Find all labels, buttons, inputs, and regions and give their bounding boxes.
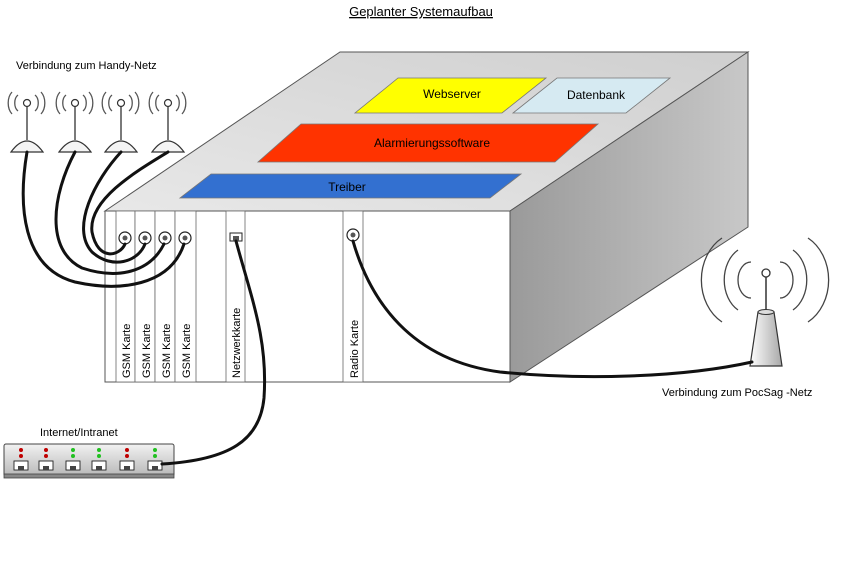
radio-tower [700,237,830,367]
webserver-label: Webserver [423,87,481,101]
switch-port-4 [91,448,107,471]
coax-connector [118,231,132,245]
switch-port-1 [13,448,29,471]
coax-connector [346,228,360,242]
network-cable [160,239,267,466]
alarmierung-label: Alarmierungssoftware [374,136,490,150]
radio-cable [351,239,754,379]
datenbank-layer [511,77,672,114]
gsm-antenna-4 [148,91,187,153]
alarmierung-layer [256,123,600,163]
card-slots: GSM Karte GSM Karte GSM Karte GSM Karte … [115,210,364,383]
radio-card-label: Radio Karte [349,320,361,378]
switch-port-2 [38,448,54,471]
treiber-label: Treiber [328,180,366,194]
coax-connector [158,231,172,245]
gsm-card-label-4: GSM Karte [181,324,193,378]
gsm-card-label-2: GSM Karte [141,324,153,378]
software-layers: Webserver Datenbank Alarmierungssoftware… [178,77,672,199]
gsm-card-label-3: GSM Karte [161,324,173,378]
treiber-layer [178,173,523,199]
gsm-cable-4 [90,150,170,256]
coax-connector [178,231,192,245]
webserver-layer [353,77,548,114]
gsm-cable-1 [21,150,186,288]
netzwerk-card-label: Netzwerkkarte [231,308,243,378]
gsm-antenna-1 [7,91,46,153]
switch-port-3 [65,448,81,471]
coax-connector [138,231,152,245]
gsm-antenna-3 [101,91,140,153]
datenbank-label: Datenbank [567,88,626,102]
pocsag-netz-label: Verbindung zum PocSag -Netz [662,387,812,399]
gsm-antenna-2 [55,91,94,153]
gsm-cable-2 [54,150,166,275]
switch-port-6 [147,448,163,471]
switch-port-5 [119,448,135,471]
gsm-cables [21,150,186,288]
diagram-title: Geplanter Systemaufbau [349,4,493,19]
gsm-card-label-1: GSM Karte [121,324,133,378]
internet-label: Internet/Intranet [40,427,118,439]
network-switch [3,443,175,479]
handy-netz-label: Verbindung zum Handy-Netz [16,60,157,72]
gsm-cable-3 [82,150,147,264]
